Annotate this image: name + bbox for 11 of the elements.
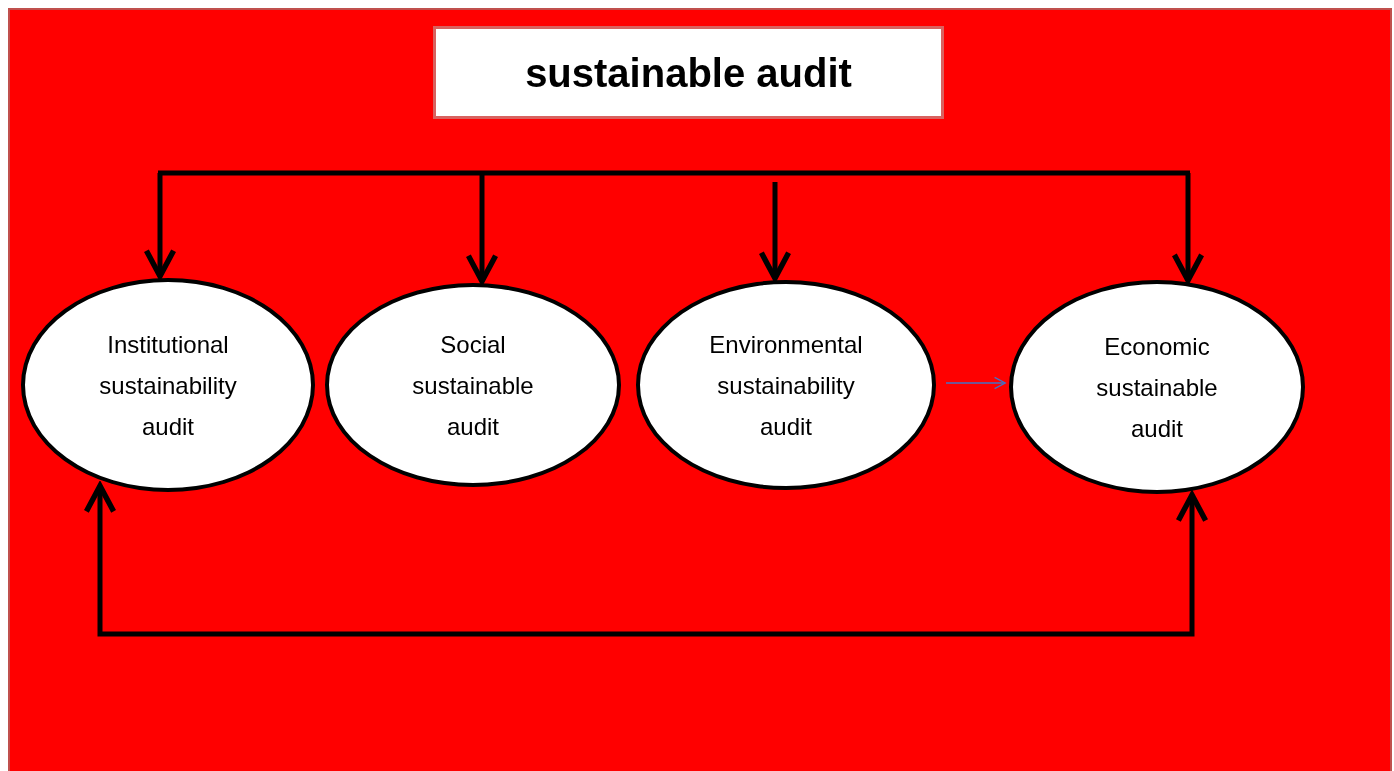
node-label: Social sustainable audit [411,329,535,442]
arrow [945,376,1006,390]
node-label: Environmental sustainability audit [708,329,864,442]
connector-line [158,170,1190,176]
arrow [83,483,1209,637]
node-label: Institutional sustainability audit [98,329,238,442]
arrow [758,182,792,281]
arrow [143,173,177,279]
node-label: Economic sustainable audit [1095,331,1219,444]
title-box: sustainable audit [433,26,944,119]
arrow [465,173,499,284]
